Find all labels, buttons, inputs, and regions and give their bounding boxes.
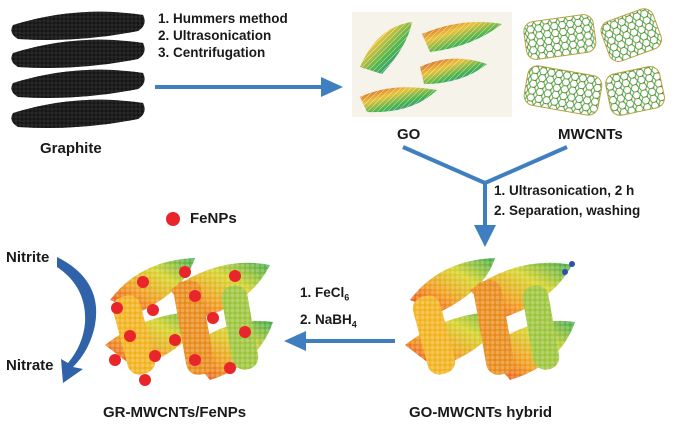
hybrid-structure-icon [400,250,580,398]
step-nabh4: 2. NaBH4 [300,311,357,330]
nitrite-nitrate-arrow-icon [57,257,97,383]
top-steps: 1. Hummers method 2. Ultrasonication 3. … [158,10,288,61]
product-structure-icon [95,248,275,398]
fenp-dot-icon [166,212,180,226]
product-label: GR-MWCNTs/FeNPs [103,404,247,421]
mwcnt-tubes-icon [523,8,665,116]
mwcnts-label: MWCNTs [558,126,623,143]
left-arrow-icon [284,331,395,351]
nitrite-label: Nitrite [6,249,50,266]
merge-arrow-icon [402,145,568,247]
go-label: GO [397,126,421,143]
mid-steps: 1. Ultrasonication, 2 h 2. Separation, w… [494,182,640,219]
hybrid-label: GO-MWCNTs hybrid [409,404,553,421]
step-separation-washing: 2. Separation, washing [494,203,641,218]
go-sheets-icon [352,12,512,117]
graphite-stack-icon [11,11,145,128]
step-fecl6: 1. FeCl6 [300,285,350,303]
nitrate-label: Nitrate [6,357,54,374]
fenps-label: FeNPs [190,210,237,227]
left-steps: 1. FeCl6 2. NaBH4 [300,284,357,333]
step-centrifugation: 3. Centrifugation [158,45,266,60]
step-hummers: 1. Hummers method [158,11,288,26]
graphite-label: Graphite [40,140,102,157]
step-ultrasonication: 2. Ultrasonication [158,28,272,43]
step-ultrasonication-2h: 1. Ultrasonication, 2 h [494,183,635,198]
top-arrow-icon [155,77,343,97]
fenp-dots [109,266,251,386]
